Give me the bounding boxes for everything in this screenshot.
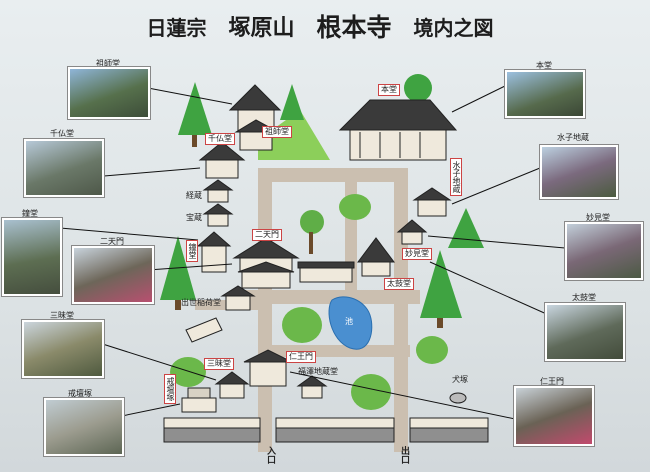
trees xyxy=(160,74,484,328)
photo-caption-hondo: 本堂 xyxy=(536,61,552,70)
photo-niomon xyxy=(514,386,594,446)
photo-myokendo xyxy=(565,222,643,280)
map-label-soshido: 祖師堂 xyxy=(262,126,292,138)
map-label-inuzuka: 犬塚 xyxy=(452,375,468,384)
photo-sanmaido xyxy=(22,320,104,378)
title-temple: 根本寺 xyxy=(316,13,392,42)
title-subtitle: 境内之図 xyxy=(413,15,494,40)
map-label-mizuko-jizo: 水子地蔵 xyxy=(450,158,462,196)
map-label-kyozo: 経蔵 xyxy=(186,191,202,200)
photo-kaidanzuka xyxy=(44,398,124,456)
photo-caption-soshido: 祖師堂 xyxy=(96,59,120,68)
title-sect: 日蓮宗 xyxy=(146,15,207,40)
photo-soshido xyxy=(68,67,150,119)
photo-caption-sanmaido: 三昧堂 xyxy=(50,311,74,320)
photo-caption-kaidanzuka: 戒壇塚 xyxy=(68,389,92,398)
map-label-kaidanzuka: 戒壇塚 xyxy=(164,374,176,404)
map-label-sanmaido: 三昧堂 xyxy=(204,358,234,370)
buildings xyxy=(163,84,489,443)
photo-caption-niomon: 仁王門 xyxy=(540,377,564,386)
photo-taikodo xyxy=(545,303,625,361)
map-label-myokendo: 妙見堂 xyxy=(402,248,432,260)
map-label-taikodo: 太鼓堂 xyxy=(384,278,414,290)
photo-mizuko xyxy=(540,145,618,199)
map-label-exit: 出口 xyxy=(399,446,409,464)
photo-caption-myokendo: 妙見堂 xyxy=(586,213,610,222)
board-title: 日蓮宗 塚原山 根本寺 境内之図 xyxy=(40,8,600,44)
photo-shoro xyxy=(2,218,62,296)
title-mountain: 塚原山 xyxy=(228,15,295,41)
photo-niten xyxy=(72,246,154,304)
map-label-entrance: 入口 xyxy=(265,446,275,464)
map-label-hozo: 宝蔵 xyxy=(186,213,202,222)
photo-caption-niten: 二天門 xyxy=(100,237,124,246)
photo-caption-mizuko: 水子地蔵 xyxy=(557,133,589,142)
photo-senbutsudo xyxy=(24,139,104,197)
photo-caption-taikodo: 太鼓堂 xyxy=(572,293,596,302)
pond xyxy=(328,296,373,350)
map-label-shusse-inari: 出世稲荷堂 xyxy=(181,298,221,307)
map-label-senbutsudo: 千仏堂 xyxy=(205,133,235,145)
photo-caption-senbutsudo: 千仏堂 xyxy=(50,129,74,138)
map-label-fukuzawa-jizo: 福澤地蔵堂 xyxy=(298,367,338,376)
map-label-niomon: 仁王門 xyxy=(286,351,316,363)
lawns xyxy=(170,110,448,410)
map-label-niten-mon: 二天門 xyxy=(252,229,282,241)
map-label-pond: 池 xyxy=(345,317,353,326)
photo-caption-shoro: 鐘堂 xyxy=(22,209,38,218)
map-label-hondo: 本堂 xyxy=(378,84,400,96)
photo-hondo xyxy=(505,70,585,118)
map-label-shodo: 鐘堂 xyxy=(186,240,198,262)
